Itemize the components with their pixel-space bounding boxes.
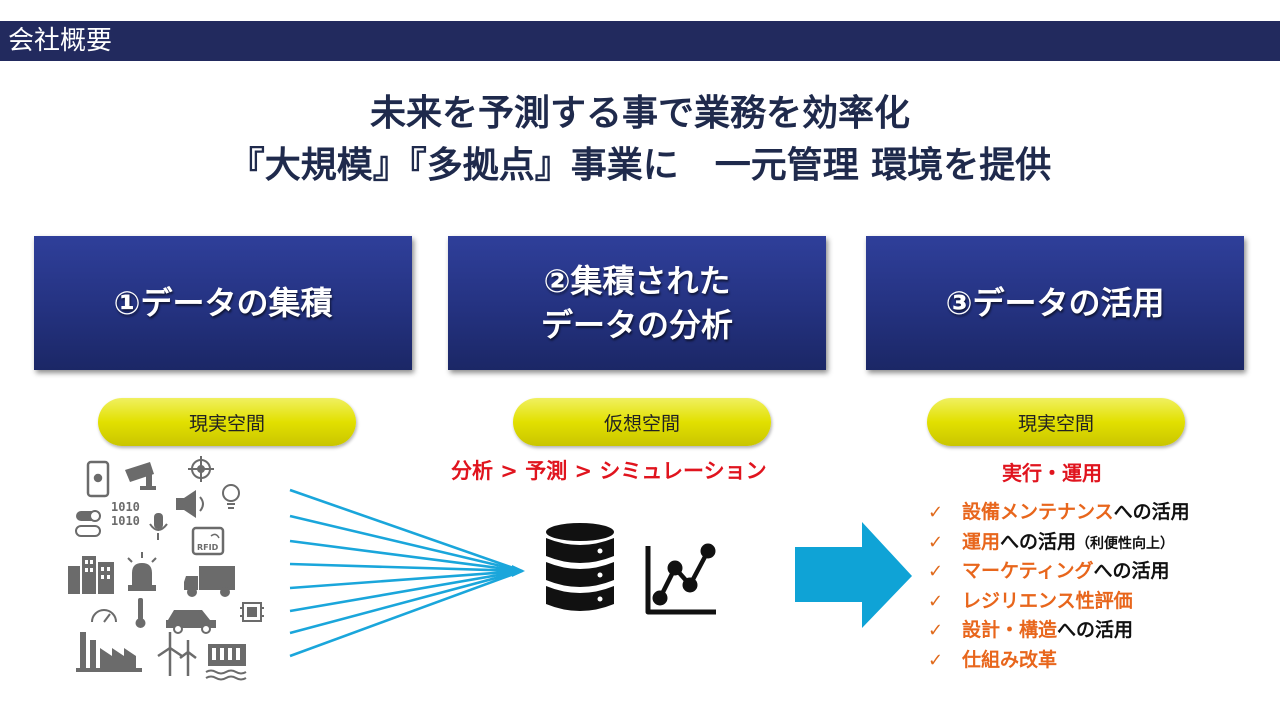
check-icon: ✓ bbox=[928, 620, 944, 641]
usage-rest: への活用 bbox=[1057, 619, 1134, 641]
usage-highlight: 仕組み改革 bbox=[962, 648, 1058, 671]
building-icon bbox=[68, 556, 114, 594]
execution-label: 実行・運用 bbox=[1002, 461, 1102, 485]
check-icon: ✓ bbox=[928, 531, 944, 553]
lightbulb-icon bbox=[222, 484, 240, 509]
step-label: ②集積された bbox=[543, 262, 731, 300]
step-label: データの分析 bbox=[540, 306, 733, 344]
binary-line-2: 1010 bbox=[111, 514, 140, 528]
usage-highlight: 設計・構造 bbox=[962, 619, 1058, 641]
usage-rest: への活用 bbox=[1093, 560, 1170, 582]
pill-real-space: 現実空間 bbox=[98, 398, 356, 446]
security-camera-icon bbox=[125, 462, 156, 490]
usage-highlight: レジリエンス性評価 bbox=[962, 589, 1133, 612]
usage-list: ✓ 設備メンテナンスへの活用 ✓ 運用への活用（利便性向上） ✓ マーケティング… bbox=[928, 497, 1273, 674]
dam-icon bbox=[205, 644, 247, 681]
pill-real-space-2: 現実空間 bbox=[927, 398, 1185, 446]
rfid-tag-icon: RFID bbox=[191, 526, 225, 556]
database-icon bbox=[546, 523, 614, 611]
smartphone-icon bbox=[86, 460, 110, 498]
truck-icon bbox=[184, 566, 235, 597]
target-icon bbox=[188, 456, 214, 482]
warning-light-icon bbox=[127, 552, 157, 591]
usage-note: （利便性向上） bbox=[1076, 535, 1175, 552]
step-box-analyze: ②集積された データの分析 bbox=[448, 236, 826, 370]
microphone-icon bbox=[149, 513, 168, 540]
step-box-collect: ①データの集積 bbox=[34, 236, 412, 370]
list-item: ✓ 運用への活用（利便性向上） bbox=[928, 527, 1273, 557]
header-title: 会社概要 bbox=[8, 26, 113, 56]
list-item: ✓ マーケティングへの活用 bbox=[928, 556, 1273, 586]
check-icon: ✓ bbox=[928, 649, 944, 671]
headline-line-1: 未来を予測する事で業務を効率化 bbox=[369, 93, 910, 134]
headline-line-2: 『大規模』『多拠点』事業に 一元管理 環境を提供 bbox=[228, 145, 1052, 186]
step-box-utilize: ③データの活用 bbox=[866, 236, 1244, 370]
right-arrow-icon bbox=[795, 522, 912, 628]
list-item: ✓ レジリエンス性評価 bbox=[928, 586, 1273, 616]
data-flow-lines bbox=[289, 488, 523, 658]
usage-highlight: 設備メンテナンス bbox=[962, 501, 1114, 523]
binary-line-1: 1010 bbox=[111, 500, 140, 514]
rfid-label: RFID bbox=[197, 543, 219, 552]
check-icon: ✓ bbox=[928, 561, 944, 582]
binary-data-icon: 1010 1010 bbox=[111, 500, 140, 528]
factory-icon bbox=[76, 632, 142, 672]
list-item: ✓ 仕組み改革 bbox=[928, 645, 1273, 675]
usage-rest: への活用 bbox=[1113, 501, 1190, 523]
usage-rest: への活用 bbox=[1000, 530, 1077, 553]
chip-icon bbox=[240, 602, 264, 622]
analysis-flow: 分析 > 予測 > シミュレーション bbox=[451, 459, 767, 483]
check-icon: ✓ bbox=[928, 502, 944, 523]
line-chart-icon bbox=[645, 543, 716, 615]
pill-virtual-space: 仮想空間 bbox=[513, 398, 771, 446]
list-item: ✓ 設備メンテナンスへの活用 bbox=[928, 497, 1273, 527]
usage-highlight: マーケティング bbox=[962, 560, 1094, 582]
speaker-icon bbox=[176, 490, 204, 518]
header-bar: 会社概要 bbox=[0, 21, 1280, 61]
car-icon bbox=[166, 610, 216, 634]
toggle-icon bbox=[75, 510, 101, 537]
usage-highlight: 運用 bbox=[962, 530, 1001, 553]
check-icon: ✓ bbox=[928, 590, 944, 612]
list-item: ✓ 設計・構造への活用 bbox=[928, 615, 1273, 645]
thermometer-icon bbox=[135, 598, 146, 628]
step-label: ③データの活用 bbox=[945, 284, 1165, 322]
step-label: ①データの集積 bbox=[113, 284, 333, 322]
gauge-icon bbox=[91, 609, 117, 623]
wind-turbine-icon bbox=[157, 632, 197, 676]
